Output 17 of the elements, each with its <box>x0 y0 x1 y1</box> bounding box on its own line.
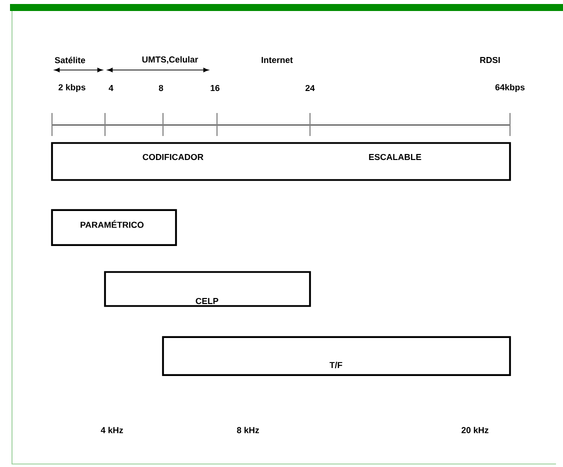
rate-label: 8 <box>158 84 164 92</box>
band-box: CELP <box>104 271 311 307</box>
rate-label: 16 <box>210 84 220 92</box>
rate-label: 2 kbps <box>58 84 86 92</box>
rate-label: 4 <box>108 85 114 91</box>
bandwidth-label: 20 kHz <box>462 426 488 434</box>
bandwidth-label: 4 kHz <box>100 426 123 434</box>
network-label: RDSI <box>480 56 500 64</box>
bandwidth-label: 8 kHz <box>236 426 259 434</box>
range-label: UMTS,Celular <box>142 56 198 64</box>
band-box: PARAMÉTRICO <box>51 209 177 246</box>
rate-label: 64kbps <box>495 84 525 92</box>
network-label: Internet <box>262 56 293 64</box>
band-box: CODIFICADOR ESCALABLE <box>51 142 511 181</box>
rate-label: 24 <box>305 84 315 92</box>
range-label: Satélite <box>54 56 86 64</box>
band-box: T/F <box>162 336 511 376</box>
